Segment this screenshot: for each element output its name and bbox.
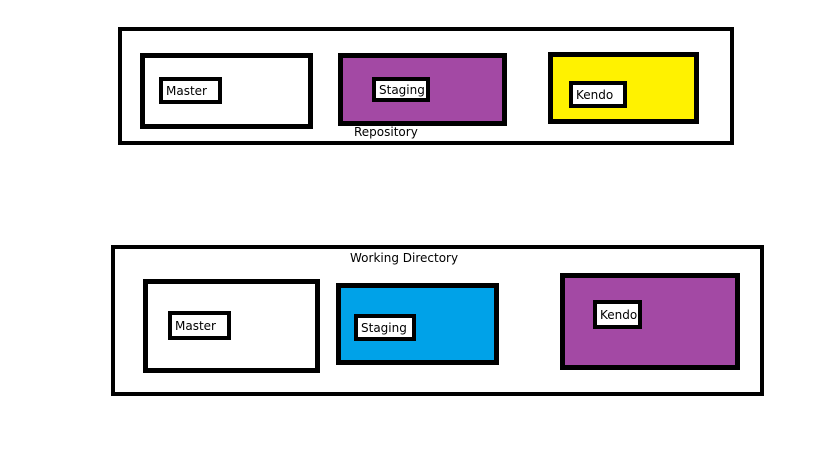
repository-staging-label: Staging [372,77,430,102]
working-directory-master-label: Master [168,311,231,340]
repository-kendo-label: Kendo [569,81,627,108]
working-directory-kendo-box [560,273,740,370]
repository-master-label: Master [159,77,222,104]
working-directory-caption: Working Directory [350,251,459,265]
working-directory-kendo-label: Kendo [593,300,642,329]
working-directory-staging-label: Staging [354,314,416,341]
working-directory-master-box [143,279,320,373]
repository-caption: Repository [354,125,418,139]
